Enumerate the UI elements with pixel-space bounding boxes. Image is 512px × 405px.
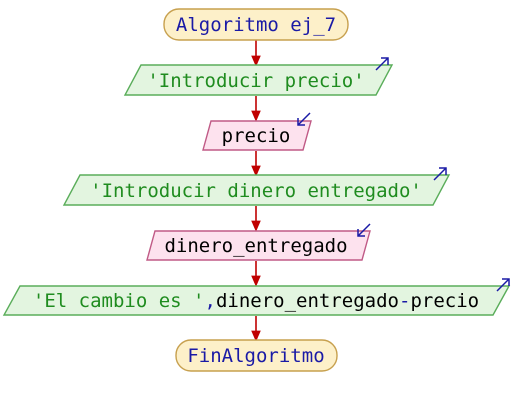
output-3-var1: dinero_entregado (216, 290, 399, 312)
input-1-text: precio (222, 125, 291, 147)
start-label: Algoritmo ej_7 (176, 14, 336, 36)
output-3-string: 'El cambio es ' (33, 290, 205, 312)
output-3-var2: precio (410, 290, 479, 312)
output-node-2: 'Introducir dinero entregado' (62, 167, 451, 206)
output-1-text: 'Introducir precio' (147, 70, 364, 92)
input-node-1: precio (202, 112, 312, 151)
output-3-text: 'El cambio es ',dinero_entregado-precio (33, 290, 479, 312)
input-arrow-icon (297, 112, 311, 126)
output-arrow-icon (433, 167, 447, 181)
input-arrow-icon (357, 223, 371, 237)
end-label: FinAlgoritmo (187, 345, 324, 367)
output-node-1: 'Introducir precio' (123, 57, 394, 96)
output-2-text: 'Introducir dinero entregado' (90, 180, 422, 202)
input-2-text: dinero_entregado (164, 235, 347, 257)
output-3-comma: , (205, 290, 216, 312)
output-arrow-icon (496, 278, 510, 292)
input-node-2: dinero_entregado (146, 223, 371, 261)
output-node-3: 'El cambio es ',dinero_entregado-precio (2, 278, 511, 316)
end-node: FinAlgoritmo (175, 339, 338, 372)
output-arrow-icon (375, 57, 389, 71)
start-node: Algoritmo ej_7 (163, 8, 349, 41)
output-3-operator: - (399, 290, 410, 312)
